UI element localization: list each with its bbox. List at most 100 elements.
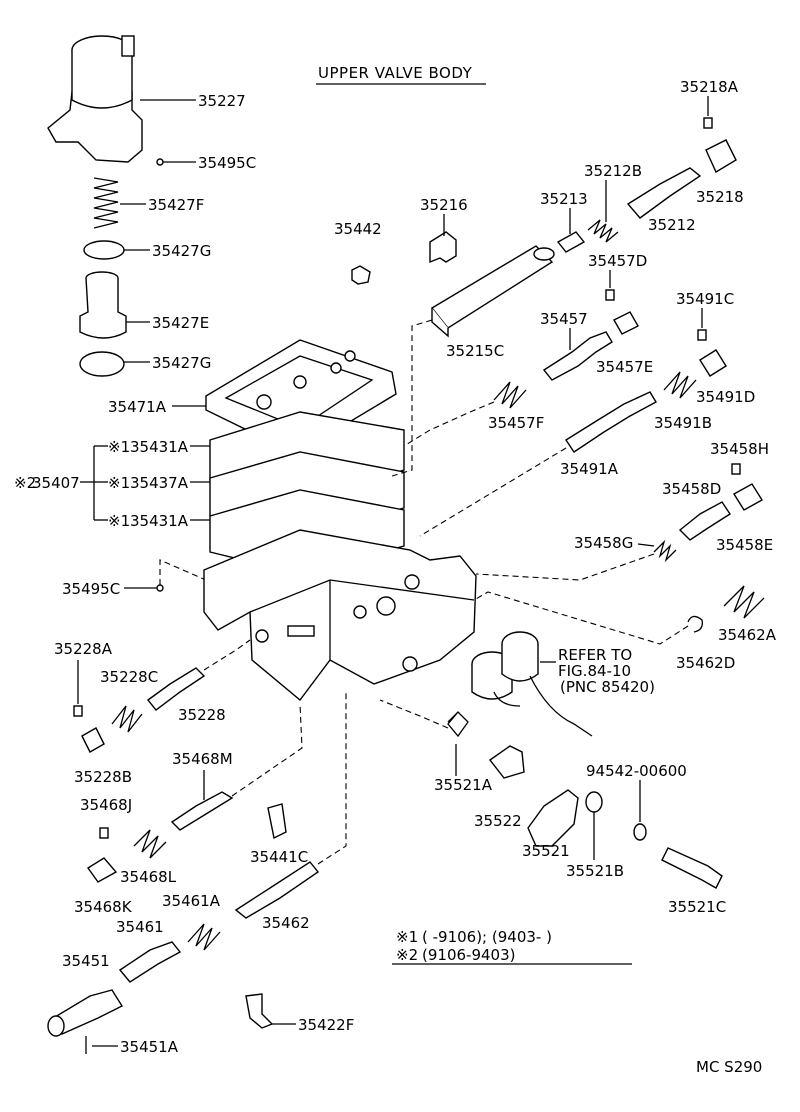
label-35522: 35522 <box>474 812 522 830</box>
label-35212: 35212 <box>648 216 696 234</box>
label-35458g: 35458G <box>574 534 633 552</box>
part-35212-valve <box>626 167 702 219</box>
label-35228b: 35228B <box>74 768 132 786</box>
label-refer-line3: (PNC 85420) <box>560 678 655 696</box>
part-35427g-oring-bottom <box>79 351 125 377</box>
label-35216: 35216 <box>420 196 468 214</box>
label-refer-line1: REFER TO <box>558 646 632 664</box>
label-35431a-bot: 35431A <box>130 512 189 530</box>
label-mark1-b: ※1 <box>108 474 130 492</box>
label-35491d: 35491D <box>696 388 755 406</box>
label-35462: 35462 <box>262 914 310 932</box>
part-35521a-spring <box>447 711 469 738</box>
label-35521b: 35521B <box>566 862 624 880</box>
label-35227: 35227 <box>198 92 246 110</box>
note2-mark: ※2 <box>396 946 418 964</box>
label-35491c: 35491C <box>676 290 734 308</box>
label-35427g-bottom: 35427G <box>152 354 211 372</box>
label-mark1-c: ※1 <box>108 512 130 530</box>
label-35427g-top: 35427G <box>152 242 211 260</box>
label-94542-00600: 94542-00600 <box>586 762 687 780</box>
label-35458h: 35458H <box>710 440 769 458</box>
part-35218-plug <box>705 139 737 174</box>
label-35437a: 35437A <box>130 474 189 492</box>
label-35495c-mid: 35495C <box>62 580 120 598</box>
part-solenoid-harness <box>471 631 593 737</box>
label-35458e: 35458E <box>716 536 773 554</box>
part-35461-valve <box>118 941 182 983</box>
part-35491a-valve <box>565 391 657 453</box>
part-35228-valve <box>146 667 206 711</box>
label-35451a: 35451A <box>120 1038 179 1056</box>
part-35228b-plug <box>81 727 105 753</box>
label-35431a-top: 35431A <box>130 438 189 456</box>
part-35427g-oring-top <box>83 240 125 260</box>
part-35228a-key <box>73 705 83 717</box>
part-35461a-spring <box>187 923 221 951</box>
label-35427e: 35427E <box>152 314 209 332</box>
label-35228a: 35228A <box>54 640 113 658</box>
part-35451-sleeve <box>48 989 124 1035</box>
part-35427f-spring <box>93 177 119 229</box>
part-35521c-bolt <box>661 847 723 889</box>
part-35521b-washer <box>585 791 603 813</box>
label-35442: 35442 <box>334 220 382 238</box>
part-35468l-spring <box>133 829 167 859</box>
label-35471a: 35471A <box>108 398 167 416</box>
part-35468j-key <box>99 827 109 839</box>
part-35522-body <box>488 745 525 779</box>
part-35213-plug <box>556 231 586 253</box>
part-35442-nut <box>351 265 371 285</box>
part-35422f-clip <box>245 993 274 1029</box>
part-upper-valve-body <box>203 529 477 702</box>
label-35461a: 35461A <box>162 892 221 910</box>
note2-text: (9106-9403) <box>422 946 515 964</box>
note1-mark: ※1 <box>396 928 418 946</box>
label-35491b: 35491B <box>654 414 712 432</box>
label-35457d: 35457D <box>588 252 647 270</box>
part-35215c-sleeve <box>430 245 555 338</box>
part-35468m-valve <box>170 791 234 831</box>
label-35462d: 35462D <box>676 654 735 672</box>
label-35468m: 35468M <box>172 750 233 768</box>
label-35427f: 35427F <box>148 196 204 214</box>
part-35457f-spring <box>493 381 527 409</box>
part-35491c-key <box>697 329 707 341</box>
label-35468j: 35468J <box>80 796 132 814</box>
part-35468k-plug <box>86 857 118 883</box>
label-35491a: 35491A <box>560 460 619 478</box>
label-35521c: 35521C <box>668 898 726 916</box>
label-35213: 35213 <box>540 190 588 208</box>
label-mark2: ※2 <box>14 474 36 492</box>
part-35491b-spring <box>663 371 697 399</box>
part-35495c-ball-top <box>156 158 164 166</box>
part-35491d-plug <box>699 349 727 377</box>
label-35218: 35218 <box>696 188 744 206</box>
label-35215c: 35215C <box>446 342 504 360</box>
label-35521a: 35521A <box>434 776 493 794</box>
part-35495c-ball-mid <box>156 584 164 592</box>
label-35462a: 35462A <box>718 626 777 644</box>
part-35458g-spring <box>653 539 677 563</box>
part-35228c-spring <box>111 705 143 733</box>
part-35218a-key <box>703 117 713 129</box>
label-35212b: 35212B <box>584 162 642 180</box>
part-35462-valve <box>234 861 320 919</box>
note1-text: ( -9106); (9403- ) <box>422 928 552 946</box>
part-35458d-valve <box>678 501 731 541</box>
part-35216-clip <box>429 231 457 264</box>
part-35427e-piston <box>79 271 127 339</box>
label-35521: 35521 <box>522 842 570 860</box>
label-35218a: 35218A <box>680 78 739 96</box>
label-35422f: 35422F <box>298 1016 354 1034</box>
label-35458d: 35458D <box>662 480 721 498</box>
label-35451: 35451 <box>62 952 110 970</box>
label-35228c: 35228C <box>100 668 158 686</box>
part-35462d-clip <box>687 615 703 633</box>
label-35468l: 35468L <box>120 868 177 886</box>
part-35441c-pin <box>267 803 287 840</box>
label-35407: 35407 <box>32 474 80 492</box>
part-35521-accumulator <box>527 789 579 847</box>
diagram-code: MC S290 <box>696 1058 762 1076</box>
